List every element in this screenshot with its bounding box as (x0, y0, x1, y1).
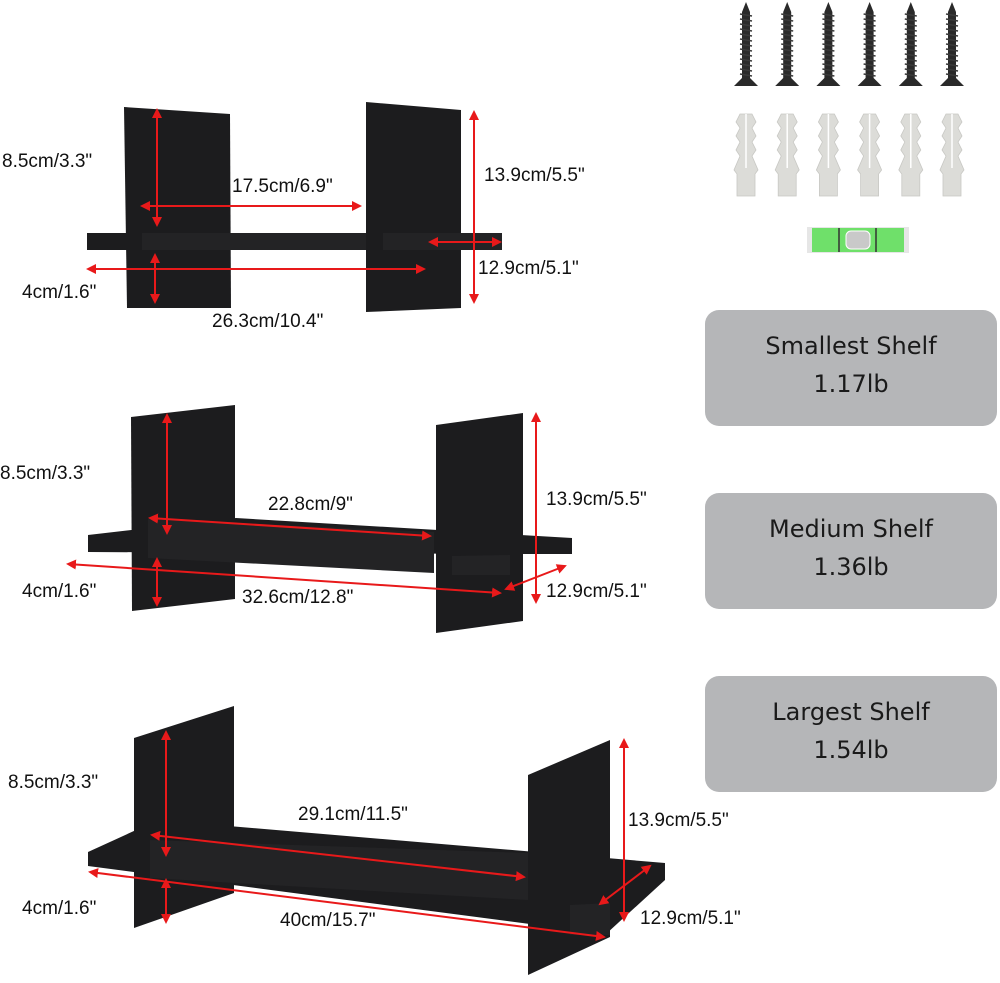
dim-label-depth: 12.9cm/5.1" (640, 908, 741, 929)
dim-label-inner-width: 29.1cm/11.5" (298, 804, 408, 825)
dim-label-depth: 12.9cm/5.1" (546, 581, 647, 602)
wall-anchor-icon (733, 113, 759, 197)
largest-shelf-drawing: 8.5cm/3.3" 29.1cm/11.5" 13.9cm/5.5" 12.9… (8, 706, 741, 975)
wall-anchor-icon (898, 113, 924, 197)
hardware-kit (733, 2, 965, 253)
screw-icon (734, 2, 758, 86)
wall-anchor-icon (857, 113, 883, 197)
dim-label-lower-height: 4cm/1.6" (22, 898, 96, 919)
dim-label-total-length: 26.3cm/10.4" (212, 311, 323, 332)
dim-arrow (66, 559, 502, 598)
screw-icon (857, 2, 882, 86)
dim-arrow (88, 868, 606, 941)
dim-label-total-length: 32.6cm/12.8" (242, 587, 353, 608)
dim-label-inner-width: 17.5cm/6.9" (232, 176, 333, 197)
wall-anchor-icon (939, 113, 965, 197)
shelf-name: Largest Shelf (772, 698, 930, 726)
shelf-name: Smallest Shelf (765, 332, 937, 360)
shelf-board-front (142, 233, 366, 250)
smallest-shelf-drawing: 8.5cm/3.3" 17.5cm/6.9" 13.9cm/5.5" 12.9c… (2, 102, 585, 332)
left-side-panel (131, 405, 235, 611)
dim-label-depth: 12.9cm/5.1" (478, 258, 579, 279)
weight-badge-medium: Medium Shelf 1.36lb (705, 493, 997, 609)
dim-arrow (504, 564, 567, 591)
screw-icon (775, 2, 800, 86)
screw-icon (816, 2, 841, 86)
dim-label-lower-height: 4cm/1.6" (22, 581, 96, 602)
anchors-group (733, 113, 965, 197)
dim-label-inner-width: 22.8cm/9" (268, 494, 353, 515)
weight-badge-smallest: Smallest Shelf 1.17lb (705, 310, 997, 426)
dim-label-board-height: 8.5cm/3.3" (2, 151, 92, 172)
dim-label-lower-height: 4cm/1.6" (22, 282, 96, 303)
dim-label-total-height: 13.9cm/5.5" (546, 489, 647, 510)
screws-group (734, 2, 964, 86)
right-side-panel (436, 413, 523, 633)
left-side-panel (124, 107, 231, 308)
dim-label-total-height: 13.9cm/5.5" (484, 165, 585, 186)
medium-shelf-drawing: 8.5cm/3.3" 22.8cm/9" 13.9cm/5.5" 12.9cm/… (0, 405, 647, 633)
wall-anchor-icon (815, 113, 841, 197)
spirit-level-icon (807, 227, 909, 253)
shelf-weight: 1.54lb (813, 736, 889, 764)
dim-label-total-length: 40cm/15.7" (280, 910, 375, 931)
dim-arrow (598, 864, 652, 906)
weight-badge-largest: Largest Shelf 1.54lb (705, 676, 997, 792)
right-side-panel (528, 740, 610, 975)
shelf-name: Medium Shelf (769, 515, 933, 543)
left-side-panel (134, 706, 234, 928)
dim-label-board-height: 8.5cm/3.3" (8, 772, 98, 793)
shelf-weight: 1.17lb (813, 370, 889, 398)
dim-label-total-height: 13.9cm/5.5" (628, 810, 729, 831)
dim-label-board-height: 8.5cm/3.3" (0, 463, 90, 484)
shelf-weight: 1.36lb (813, 553, 889, 581)
wall-anchor-icon (774, 113, 800, 197)
dim-arrow (148, 513, 432, 541)
screw-icon (898, 2, 923, 86)
right-side-panel (366, 102, 461, 312)
screw-icon (940, 2, 964, 86)
